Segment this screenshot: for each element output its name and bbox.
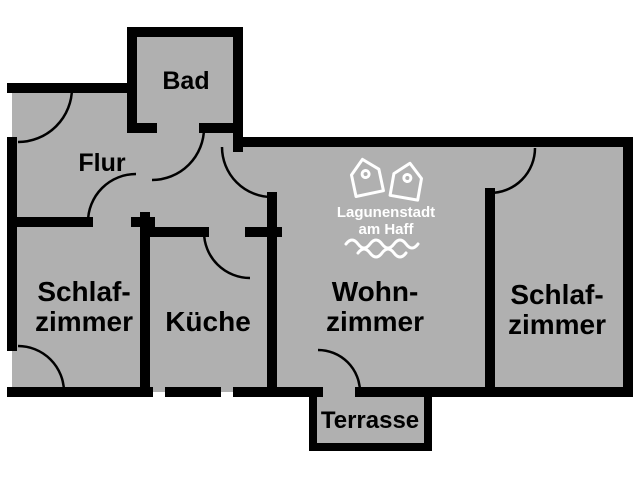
door-arc-bad bbox=[151, 127, 206, 182]
logo-house-left-icon bbox=[349, 157, 385, 199]
floor-areas bbox=[12, 32, 628, 451]
logo-text-line2: am Haff bbox=[358, 221, 414, 238]
door-arc-wohnzimmer bbox=[220, 146, 273, 199]
logo-house-right-icon bbox=[388, 161, 423, 202]
room-label-schlafzimmer-rechts-line2: zimmer bbox=[508, 309, 606, 340]
terrasse-walls bbox=[309, 388, 432, 451]
room-label-flur: Flur bbox=[78, 149, 125, 177]
logo-wave-icon-1 bbox=[344, 238, 420, 250]
room-label-bad: Bad bbox=[162, 67, 209, 95]
room-label-terrasse: Terrasse bbox=[321, 407, 419, 434]
door-arc-entrance-top-left bbox=[17, 87, 74, 144]
house-outline bbox=[349, 157, 385, 199]
room-label-schlafzimmer-links-line2: zimmer bbox=[35, 306, 133, 337]
house-window bbox=[402, 173, 413, 184]
door-arc-bottom-left bbox=[17, 344, 66, 393]
walls bbox=[7, 27, 633, 451]
door-arc-kueche bbox=[202, 231, 251, 280]
room-label-wohnzimmer-line1: Wohn- bbox=[332, 276, 419, 307]
house-window bbox=[360, 169, 371, 180]
room-label-kueche: Küche bbox=[165, 306, 251, 337]
house-outline bbox=[388, 161, 423, 202]
door-arc-schlafzimmer-links bbox=[86, 172, 137, 223]
door-arc-schlafzimmer-rechts bbox=[489, 147, 537, 195]
apartment-floor bbox=[12, 32, 628, 392]
door-arc-terrasse bbox=[317, 348, 362, 393]
interior-walls bbox=[7, 123, 495, 397]
room-label-schlafzimmer-rechts-line1: Schlaf- bbox=[510, 279, 603, 310]
terrasse-floor bbox=[309, 390, 432, 451]
room-labels: Bad Flur Schlaf- zimmer Küche Wohn- zimm… bbox=[35, 67, 606, 434]
logo-text-line1: Lagunenstadt bbox=[337, 204, 435, 221]
logo: Lagunenstadt am Haff bbox=[337, 157, 435, 259]
room-label-wohnzimmer-line2: zimmer bbox=[326, 306, 424, 337]
logo-wave-icon-2 bbox=[356, 247, 408, 259]
door-arcs bbox=[17, 87, 537, 393]
room-label-schlafzimmer-links-line1: Schlaf- bbox=[37, 276, 130, 307]
